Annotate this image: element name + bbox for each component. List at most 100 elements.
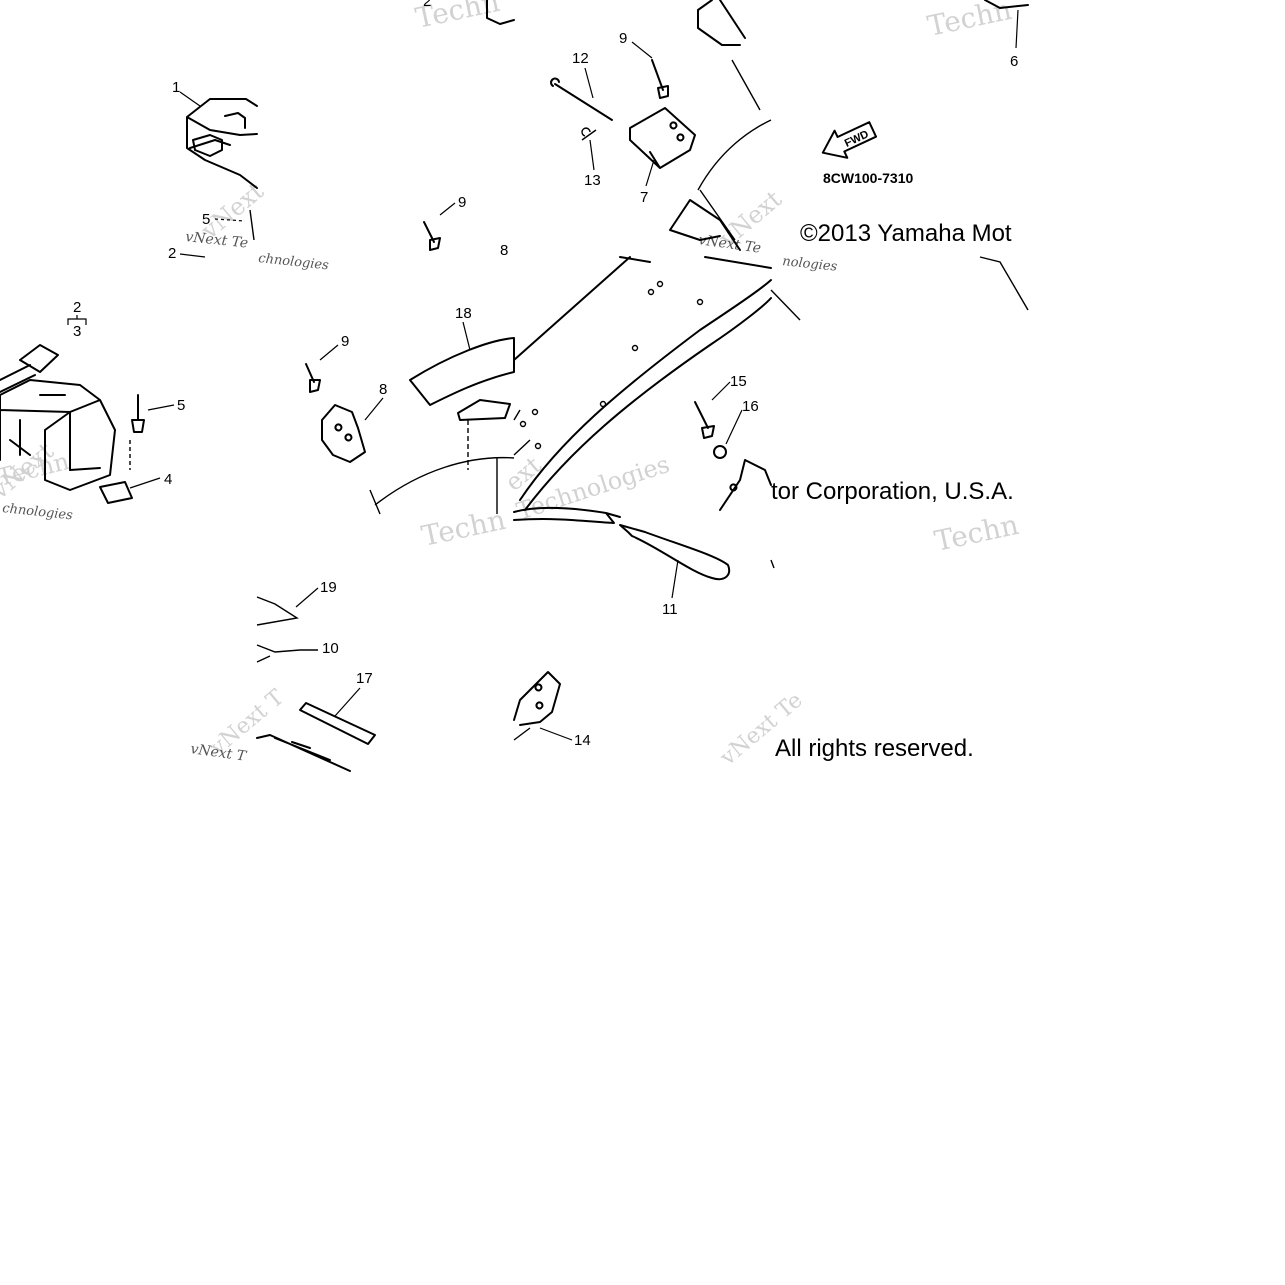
tile-middle-right — [770, 289, 801, 321]
watermark-text: Techn — [419, 503, 509, 553]
part-5-screw — [131, 394, 145, 433]
tile-middle-center-left: 18 9 8 — [305, 305, 515, 515]
watermark-text: vNext T — [189, 741, 248, 765]
leader-line — [295, 587, 319, 608]
tile-top-left: 1 5 2 — [168, 79, 258, 262]
callout-6: 6 — [1010, 53, 1018, 70]
callout-8: 8 — [500, 242, 508, 259]
callout-4: 4 — [164, 471, 172, 488]
watermarks: Techn Techn Techn Techn vNext Te chnologi… — [0, 0, 1021, 771]
body-panel — [513, 256, 772, 511]
body-edge — [513, 506, 621, 524]
copyright-line-3: All rights reserved. — [775, 735, 974, 762]
leader-line — [711, 381, 731, 401]
callout-13: 13 — [584, 172, 601, 189]
part-9-screw — [651, 59, 669, 99]
callout-10: 10 — [322, 640, 339, 657]
tile-middle-left: 2 3 4 5 — [0, 299, 185, 504]
part-18-shield — [409, 337, 515, 421]
part-1-bracket — [186, 98, 258, 189]
part-code: 8CW100-7310 — [823, 170, 913, 186]
part-9-screw — [305, 363, 321, 393]
callout-19: 19 — [320, 579, 337, 596]
part-bracket-lower — [719, 459, 772, 511]
body-edge — [697, 59, 772, 241]
part-4-pad — [99, 481, 133, 504]
tile-bottom-center: 11 14 — [513, 506, 731, 749]
copyright-line-2: tor Corporation, U.S.A. — [771, 478, 1014, 505]
tile-bottom-right — [770, 559, 775, 569]
callout-15: 15 — [730, 373, 747, 390]
watermark-text: Techn — [925, 0, 1015, 43]
part-8-bracket — [321, 404, 366, 463]
callout-3: 3 — [73, 323, 81, 340]
callout-11: 11 — [662, 601, 678, 618]
callout-2: 2 — [423, 0, 431, 10]
part-2-bracket — [486, 0, 515, 25]
body-hole — [647, 288, 655, 296]
body-hole — [531, 408, 539, 416]
body-edge — [979, 256, 1029, 311]
leader-bracket — [67, 315, 87, 325]
tile-top-center: 12 9 7 13 — [550, 0, 772, 251]
leader-line — [584, 67, 594, 99]
leader-line — [129, 477, 161, 489]
body-hole — [696, 298, 704, 306]
body-edge — [770, 289, 801, 321]
tile-top-right: 6 FWD 8CW100-7310 — [821, 0, 1029, 311]
part-9-screw — [423, 221, 441, 251]
part-6-bracket — [984, 0, 1029, 9]
tile-bottom-center-left: 19 10 17 — [256, 579, 376, 772]
callout-14: 14 — [574, 732, 591, 749]
leader-line — [439, 202, 456, 216]
tile-top-middle: 2 9 8 — [423, 0, 515, 259]
leader-line — [671, 559, 679, 599]
body-hole — [656, 280, 664, 288]
callout-7: 7 — [640, 189, 648, 206]
body-edge — [513, 727, 531, 741]
watermark-text: chnologies — [2, 501, 74, 523]
leader-line — [147, 404, 175, 411]
part-battery-box — [0, 379, 116, 491]
leader-line — [214, 218, 246, 222]
callout-9: 9 — [619, 30, 627, 47]
part-14-bracket — [513, 671, 561, 726]
fwd-arrow-icon: FWD — [821, 121, 878, 159]
body-hole — [519, 420, 527, 428]
copyright-line-1: ©2013 Yamaha Mot — [800, 220, 1012, 247]
part-7-hinge — [629, 107, 696, 169]
part-15-screw — [694, 401, 715, 439]
leader-line — [589, 139, 595, 171]
leader-line — [725, 409, 743, 445]
part-16-nut — [713, 445, 727, 459]
body-edge — [770, 559, 775, 569]
tile-middle-center: 15 16 — [513, 256, 772, 511]
callout-12: 12 — [572, 50, 589, 67]
part-13-clip — [581, 127, 597, 141]
callout-2: 2 — [73, 299, 81, 316]
callout-8: 8 — [379, 381, 387, 398]
body-hole — [631, 344, 639, 352]
body-edge — [513, 409, 531, 456]
leader-line — [631, 41, 653, 59]
leader-line — [319, 344, 339, 361]
leader-line — [179, 253, 206, 258]
leader-line — [179, 91, 201, 107]
body-hole — [599, 400, 607, 408]
watermark-text: vNext Te — [185, 229, 249, 251]
callout-17: 17 — [356, 670, 373, 687]
part-11-handle — [619, 524, 731, 581]
part-17-strip — [299, 702, 376, 745]
watermark-text: chnologies — [258, 251, 330, 273]
watermark-text: Techn — [0, 447, 72, 492]
callout-9: 9 — [458, 194, 466, 211]
leader-line — [1015, 9, 1019, 49]
callout-5: 5 — [177, 397, 185, 414]
part-bracket-upper — [697, 0, 746, 46]
part-19-trim — [256, 596, 299, 626]
watermark-text: Techn — [932, 508, 1022, 558]
part-12-pin — [550, 77, 613, 121]
watermark-text: nologies — [782, 254, 839, 275]
callout-5: 5 — [202, 211, 210, 228]
